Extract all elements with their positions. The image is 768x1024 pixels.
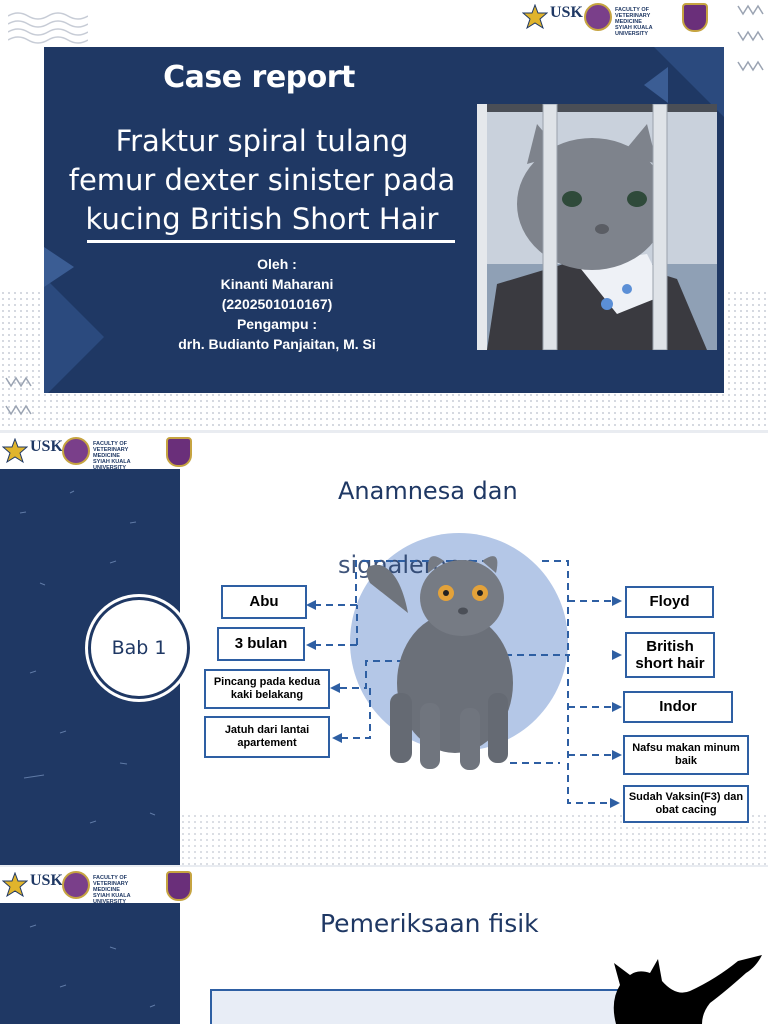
zigzag-decoration <box>737 4 764 72</box>
logo-strip <box>0 867 196 903</box>
faculty-shield-icon <box>682 3 708 32</box>
info-box-age: 3 bulan <box>217 627 305 661</box>
usk-emblem-icon <box>2 438 28 464</box>
triangle-decoration <box>44 277 104 393</box>
chapter-badge: Bab 1 <box>88 597 190 699</box>
usk-wordmark: USK <box>550 4 583 21</box>
info-box-breed: British short hair <box>625 632 715 678</box>
triangle-decoration <box>44 247 74 287</box>
faculty-shield-icon <box>166 437 192 467</box>
wave-decoration <box>8 12 88 44</box>
section-heading: Anamnesa dan <box>338 477 518 505</box>
connector-lines <box>306 560 622 808</box>
slide-title-heading: Case report <box>163 60 355 95</box>
usk-emblem-icon <box>2 872 28 898</box>
info-box-environment: Indor <box>623 691 733 723</box>
cat-in-cage-illustration <box>477 104 717 350</box>
section-heading: Pemeriksaan fisik <box>320 909 539 938</box>
slide-subtitle: Fraktur spiral tulang femur dexter sinis… <box>68 124 456 236</box>
faculty-seal-icon <box>62 871 90 899</box>
speckle-decoration <box>29 924 156 1008</box>
info-box-appetite: Nafsu makan minum baik <box>623 735 749 775</box>
grey-cat-illustration <box>366 556 513 770</box>
usk-wordmark: USK <box>30 438 63 455</box>
info-box-symptom: Pincang pada kedua kaki belakang <box>204 669 330 709</box>
faculty-seal-icon <box>62 437 90 465</box>
exam-content-box <box>210 989 630 1024</box>
logo-strip <box>0 433 196 469</box>
author-block: Oleh : Kinanti Maharani (2202501010167) … <box>178 256 376 352</box>
black-cat-silhouette-icon <box>613 955 762 1024</box>
info-box-vaccination: Sudah Vaksin(F3) dan obat cacing <box>623 785 749 823</box>
faculty-seal-icon <box>584 3 612 31</box>
cat-cage-photo <box>477 104 717 350</box>
title-underline <box>87 240 455 243</box>
triangle-decoration <box>644 67 668 103</box>
info-box-name: Floyd <box>625 586 714 618</box>
zigzag-decoration <box>5 376 32 416</box>
faculty-shield-icon <box>166 871 192 901</box>
usk-emblem-icon <box>522 4 548 30</box>
info-box-color: Abu <box>221 585 307 619</box>
info-box-history: Jatuh dari lantai apartement <box>204 716 330 758</box>
usk-wordmark: USK <box>30 872 63 889</box>
